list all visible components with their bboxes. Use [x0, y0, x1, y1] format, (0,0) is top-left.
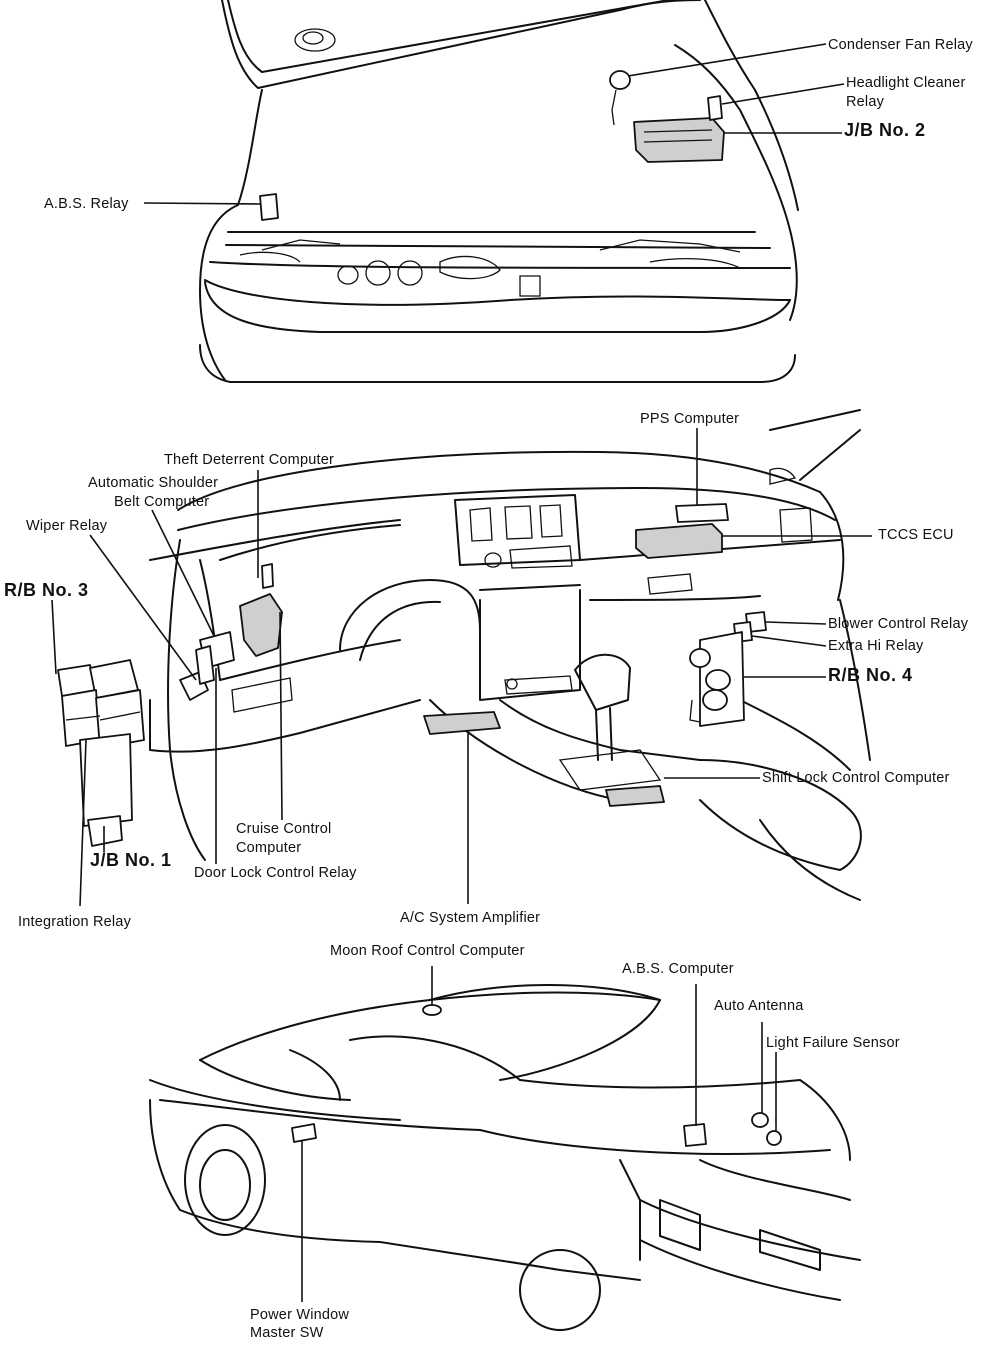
label-ac-system-amplifier: A/C System Amplifier: [400, 910, 541, 926]
label-abs-computer: A.B.S. Computer: [622, 961, 734, 977]
label-power-window-master-sw-line1: Power Window: [250, 1307, 350, 1323]
label-moon-roof-control-computer: Moon Roof Control Computer: [330, 943, 525, 959]
label-wiper-relay: Wiper Relay: [26, 518, 108, 534]
label-theft-deterrent-computer: Theft Deterrent Computer: [164, 452, 335, 468]
label-shift-lock-control-computer: Shift Lock Control Computer: [762, 770, 950, 786]
dashboard-illustration: [57, 409, 871, 901]
label-blower-control-relay: Blower Control Relay: [828, 616, 969, 632]
label-light-failure-sensor: Light Failure Sensor: [766, 1035, 900, 1051]
label-headlight-cleaner-relay-line1: Headlight Cleaner: [846, 75, 966, 91]
label-jb-no2: J/B No. 2: [844, 120, 926, 140]
label-cruise-control-computer-line1: Cruise Control: [236, 821, 332, 837]
label-rb-no4: R/B No. 4: [828, 665, 913, 685]
label-pps-computer: PPS Computer: [640, 411, 740, 427]
label-cruise-control-computer-line2: Computer: [236, 840, 302, 856]
vehicle-body-illustration: [149, 984, 861, 1331]
label-door-lock-control-relay: Door Lock Control Relay: [194, 865, 357, 881]
leader-lines: [51, 43, 872, 1302]
label-extra-hi-relay: Extra Hi Relay: [828, 638, 924, 654]
label-condenser-fan-relay: Condenser Fan Relay: [828, 37, 973, 53]
label-headlight-cleaner-relay-line2: Relay: [846, 94, 885, 110]
label-abs-relay: A.B.S. Relay: [44, 196, 129, 212]
label-automatic-shoulder-belt-line1: Automatic Shoulder: [88, 475, 219, 491]
label-automatic-shoulder-belt-line2: Belt Computer: [114, 494, 210, 510]
label-tccs-ecu: TCCS ECU: [878, 527, 954, 543]
engine-compartment-illustration: [199, 0, 799, 383]
label-auto-antenna: Auto Antenna: [714, 998, 804, 1014]
label-rb-no3: R/B No. 3: [4, 580, 89, 600]
label-jb-no1: J/B No. 1: [90, 850, 172, 870]
label-integration-relay: Integration Relay: [18, 914, 132, 930]
label-power-window-master-sw-line2: Master SW: [250, 1325, 324, 1341]
